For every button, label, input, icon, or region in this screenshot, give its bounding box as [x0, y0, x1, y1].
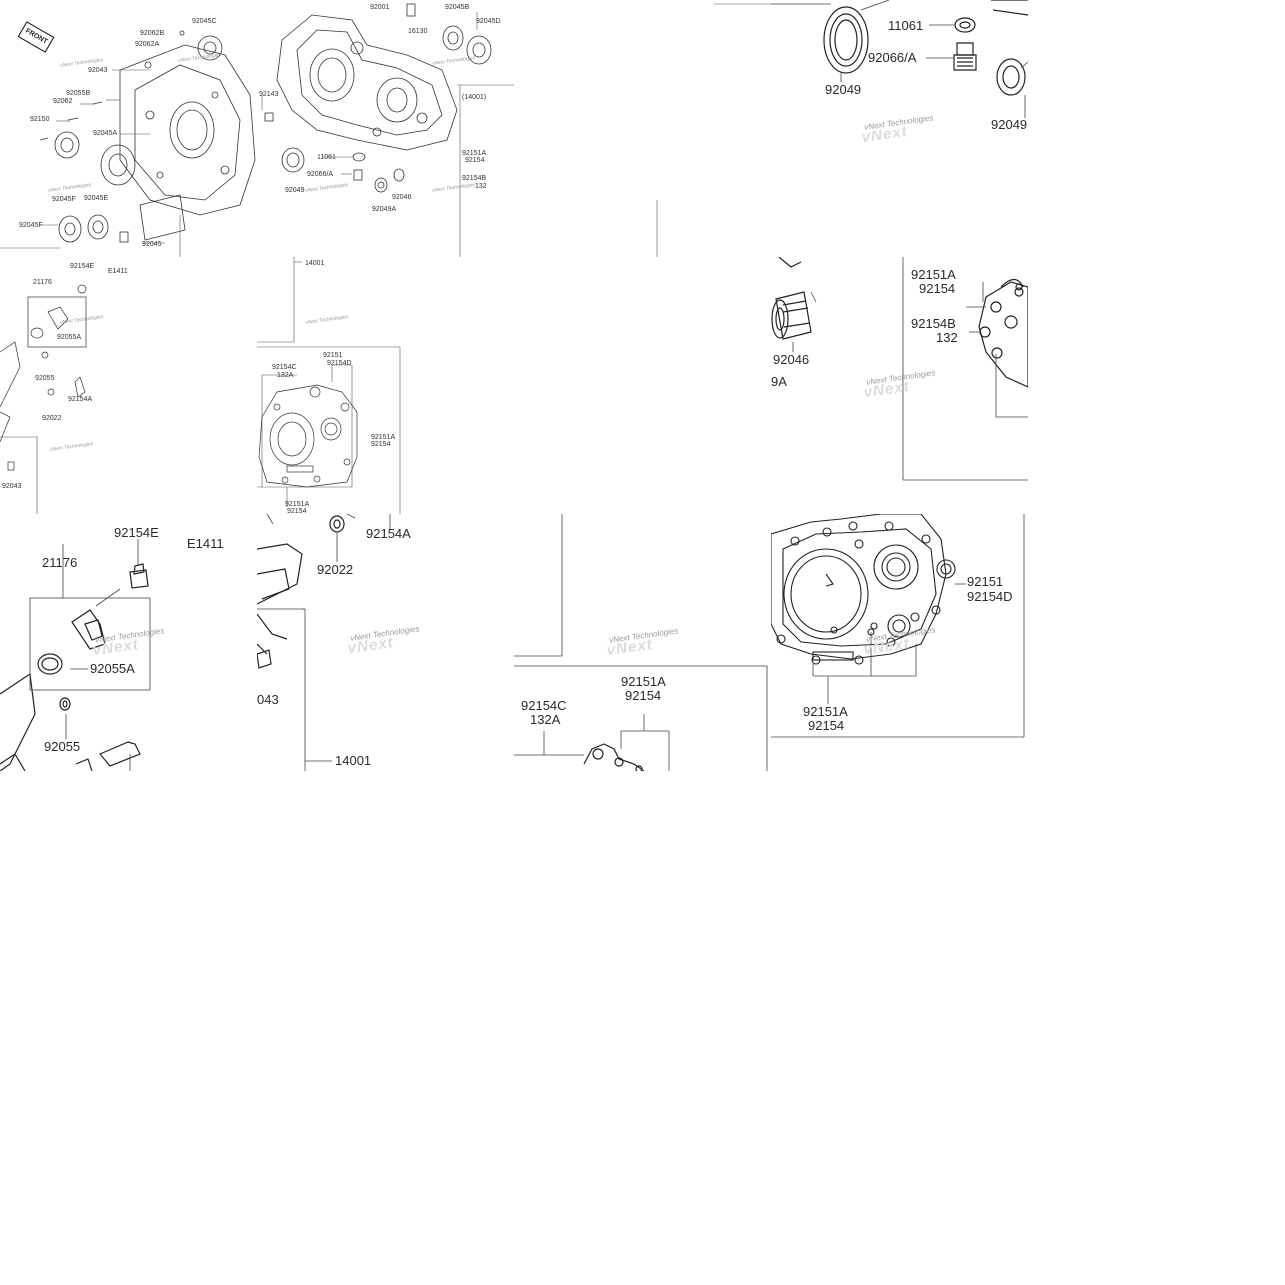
part-label: 92049 — [825, 82, 862, 97]
part-label: 92151A — [371, 434, 396, 441]
part-label: 92154A — [366, 526, 411, 541]
part-label: 92043 — [2, 483, 22, 490]
part-label: 92022 — [42, 415, 62, 422]
part-label: 92045F — [52, 196, 76, 203]
overview-frame-lines — [656, 3, 771, 257]
part-label: 132A — [277, 372, 294, 379]
part-label: 92154A — [68, 396, 93, 403]
part-label: 92143 — [259, 91, 279, 98]
part-label: 92045E — [84, 195, 109, 202]
part-label: 92154 — [625, 688, 662, 703]
part-label: 9A — [771, 374, 787, 389]
part-label: 92055A — [90, 661, 135, 676]
part-label: 92045F — [19, 222, 43, 229]
crankcase-drawing-right — [261, 3, 514, 257]
part-label: 16130 — [408, 28, 428, 35]
seal-and-plug-drawing — [771, 0, 1028, 118]
overview-tile-top-left: FRONT 92062B 92045C 92062A 92043 92055B … — [0, 0, 257, 257]
part-label: 92055 — [44, 739, 81, 754]
part-label: 92043 — [88, 67, 108, 74]
part-label: 92154 — [287, 508, 307, 514]
part-label: (14001) — [462, 94, 487, 101]
part-label: E1411 — [108, 268, 128, 275]
part-label: 92066/A — [868, 50, 917, 65]
part-label: 92045D — [476, 18, 501, 25]
crankcase-inner-drawing — [257, 257, 401, 514]
part-label: 92062 — [53, 98, 73, 105]
part-label: 92154 — [465, 157, 485, 164]
part-label: 11061 — [888, 18, 924, 33]
crank-sensor-drawing — [0, 539, 151, 771]
sensor-drawing-small — [0, 284, 87, 514]
part-label: 92055B — [66, 90, 91, 97]
part-label: 92151A — [911, 267, 956, 282]
part-label: 21176 — [42, 555, 78, 570]
part-label: 92045C — [192, 18, 217, 25]
part-label: 14001 — [335, 753, 372, 768]
part-label: 132 — [475, 183, 487, 190]
part-label: 92022 — [317, 562, 354, 577]
part-label: 92066/A — [307, 171, 334, 178]
part-label: 92154B — [462, 175, 487, 182]
blank-tile — [514, 257, 771, 514]
part-label: 92154 — [919, 281, 956, 296]
part-label: 132 — [936, 330, 958, 345]
part-label: 132A — [530, 712, 561, 727]
part-label: 92154D — [967, 589, 1013, 604]
part-label: 92154C — [272, 364, 297, 371]
part-label: 92045 — [142, 241, 162, 248]
part-label: 92154E — [70, 263, 95, 270]
part-label: 92045A — [93, 130, 118, 137]
part-label: 92062B — [140, 30, 165, 37]
overview-tile-top-col3 — [514, 0, 771, 257]
overview-tile-center: 14001 92151 92154D 92154C 132A 92151A 92… — [257, 257, 514, 514]
part-label: 92151 — [323, 352, 343, 359]
part-label: 92046 — [392, 194, 412, 201]
crankcase-drawing-left — [0, 30, 256, 257]
part-label: 92045B — [445, 4, 470, 11]
washer-and-dowel-drawing — [257, 514, 391, 771]
part-label: 92151A — [285, 501, 310, 508]
part-label: 92151A — [803, 704, 848, 719]
part-label: 92055A — [57, 334, 82, 341]
part-label: 92154 — [808, 718, 845, 733]
overview-tile-left-middle: 92154E E1411 21176 92055A 92055 92022 92… — [0, 257, 257, 514]
part-label: 92150 — [30, 116, 50, 123]
part-label: 92151 — [967, 574, 1004, 589]
part-label: 92154E — [114, 525, 159, 540]
part-label: 92154 — [371, 441, 391, 448]
part-label: 92001 — [370, 4, 390, 11]
part-label: 21176 — [33, 279, 52, 286]
part-label: 043 — [257, 692, 279, 707]
crankcase-half-drawing — [771, 514, 1025, 738]
part-label: E1411 — [187, 536, 224, 551]
part-label: 92151A — [462, 150, 487, 157]
bearing-and-case-drawing — [771, 257, 1028, 481]
part-label: 11061 — [317, 154, 336, 161]
part-label: 92062A — [135, 41, 160, 48]
part-label: 92154C — [521, 698, 567, 713]
case-bolt-drawing — [514, 514, 768, 771]
part-label: 92049 — [991, 117, 1028, 132]
part-label: 92049 — [285, 187, 305, 194]
part-label: 14001 — [305, 260, 325, 267]
part-label: 92049A — [372, 206, 397, 213]
part-label: 92151A — [621, 674, 666, 689]
overview-tile-top-middle: 92001 16130 92045B 92045D 92143 11061 92… — [257, 0, 514, 257]
part-label: 92154B — [911, 316, 956, 331]
part-label: 92154D — [327, 360, 352, 367]
part-label: 92055 — [35, 375, 55, 382]
part-label: 92046 — [773, 352, 810, 367]
